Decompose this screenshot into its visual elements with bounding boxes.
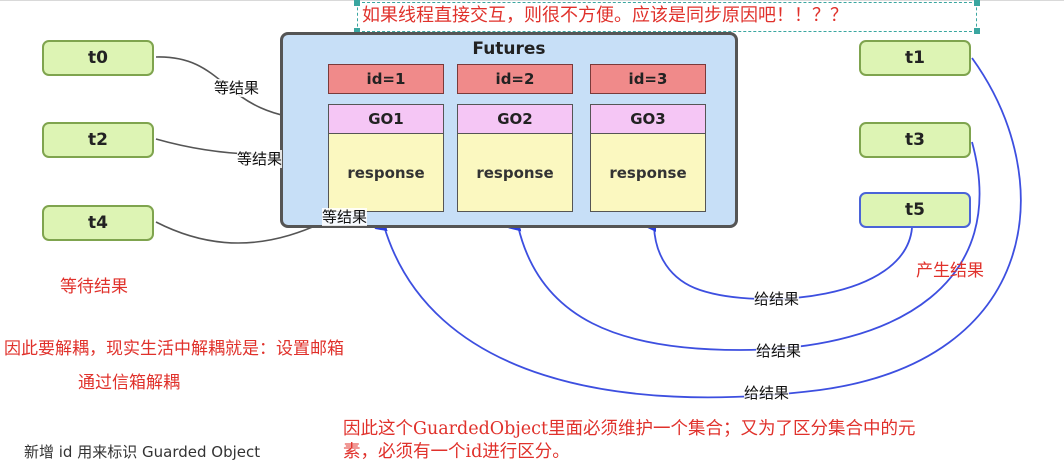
collection-note-line1: 因此这个GuardedObject里面必须维护一个集合；又为了区分集合中的元 [343,419,916,439]
selection-handle[interactable] [974,0,980,6]
thread-t3: t3 [859,122,971,158]
wait-label-t2: 等结果 [237,150,283,168]
go-box-1: GO1 [328,104,444,134]
thread-t5: t5 [859,192,971,228]
id-box-3: id=3 [590,64,706,94]
collection-note-line2: 素，必须有一个id进行区分。 [343,442,570,462]
give-edge-t3 [508,141,981,351]
selection-handle[interactable] [974,28,980,34]
wait-label-t4: 等结果 [322,208,368,226]
id-box-1: id=1 [328,64,444,94]
producing-note: 产生结果 [916,261,984,281]
give-edge-t5 [644,219,913,300]
decouple-note-line2: 通过信箱解耦 [78,373,180,393]
go-box-2: GO2 [457,104,573,134]
top-border-line [0,0,1064,1]
thread-t2: t2 [42,122,154,158]
response-box-1: response [328,134,444,212]
decouple-note-line1: 因此要解耦，现实生活中解耦就是：设置邮箱 [4,339,344,359]
bottom-caption: 新增 id 用来标识 Guarded Object [24,443,261,461]
top-note-selection[interactable] [357,2,977,32]
top-note: 如果线程直接交互，则很不方便。应该是同步原因吧！！？？ [362,5,848,26]
selection-handle[interactable] [354,0,360,6]
wait-label-t0: 等结果 [214,79,260,97]
response-box-2: response [457,134,573,212]
give-label-t3: 给结果 [756,342,802,360]
thread-t0: t0 [42,40,154,76]
waiting-note: 等待结果 [60,277,128,297]
selection-handle[interactable] [354,28,360,34]
give-label-t5: 给结果 [754,290,800,308]
thread-t4: t4 [42,205,154,241]
response-box-3: response [590,134,706,212]
futures-title: Futures [472,39,546,59]
thread-t1: t1 [859,40,971,76]
give-edge-t1 [374,57,1022,399]
give-label-t1: 给结果 [744,384,790,402]
id-box-2: id=2 [457,64,573,94]
go-box-3: GO3 [590,104,706,134]
